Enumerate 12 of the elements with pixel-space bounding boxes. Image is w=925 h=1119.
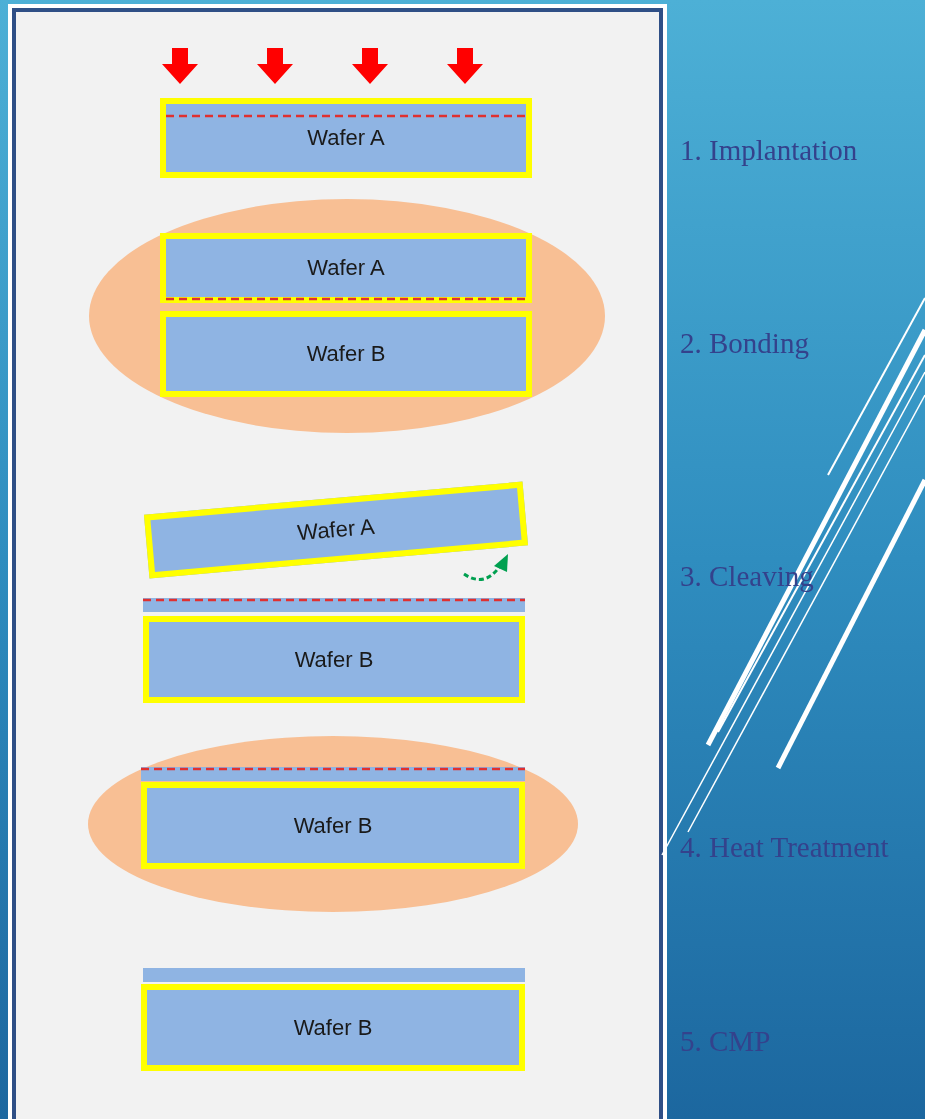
wafer-layer: Wafer B xyxy=(141,782,525,869)
step-label: 4. Heat Treatment xyxy=(680,830,889,864)
wafer-layer: Wafer A xyxy=(160,233,532,303)
step-label: 2. Bonding xyxy=(680,326,809,360)
step-label: 1. Implantation xyxy=(680,133,858,167)
wafer-layer: Wafer B xyxy=(141,984,525,1071)
wafer-layer: Wafer B xyxy=(160,311,532,397)
thin-layer xyxy=(141,767,525,781)
wafer-layer: Wafer A xyxy=(160,98,532,178)
thin-layer xyxy=(143,598,525,612)
wafer-layer: Wafer B xyxy=(143,616,525,703)
thin-layer xyxy=(143,968,525,982)
